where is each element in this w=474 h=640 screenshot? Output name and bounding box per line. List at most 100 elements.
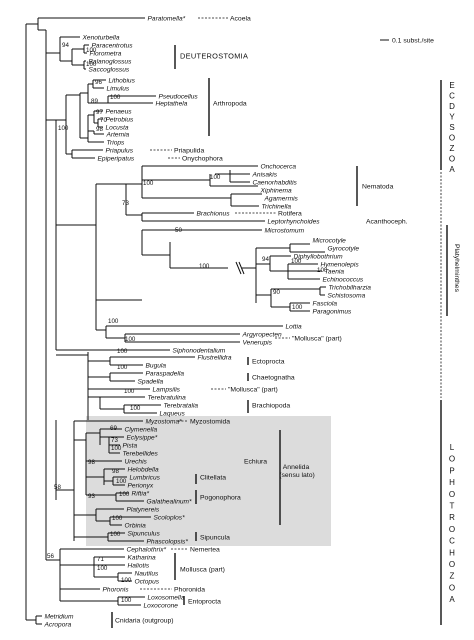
taxon-label: Phascolopsis* [147, 538, 189, 545]
lophotrochozoa-letter: A [449, 595, 455, 604]
support-value: 100 [125, 336, 136, 343]
taxon-label: Venerupis [243, 339, 273, 346]
taxon-label: Terebratulina [148, 394, 187, 401]
support-value: 100 [58, 125, 69, 132]
taxon-label: Cephalothrix* [127, 546, 167, 553]
taxon-label: Caenorhabditis [253, 179, 298, 186]
lophotrochozoa-letter: O [449, 455, 455, 464]
support-value: 100 [124, 388, 135, 395]
support-value: 71 [97, 556, 104, 563]
lophotrochozoa-letter: R [449, 513, 455, 522]
taxon-label: Riftia* [132, 490, 150, 497]
lophotrochozoa-letter: L [450, 443, 455, 452]
group-label: Mollusca (part) [180, 566, 225, 573]
taxon-label: Taenia [325, 268, 345, 275]
group-label: "Mollusca" (part) [228, 386, 278, 393]
ecdysozoa-letter: E [449, 81, 454, 90]
group-label: Ectoprocta [252, 358, 285, 365]
taxon-label: Sipunculus [128, 530, 161, 537]
lophotrochozoa-letter: H [449, 548, 455, 557]
taxon-label: Katharina [128, 554, 157, 561]
support-value: 97 [96, 109, 103, 116]
support-value: 98 [96, 126, 103, 133]
group-label: Priapulida [174, 147, 204, 154]
group-label: Acanthoceph. [366, 218, 408, 225]
taxon-label: Hymenolepis [321, 261, 360, 268]
lophotrochozoa-letter: T [450, 502, 455, 511]
taxon-label: Limulus [107, 85, 130, 92]
taxon-label: Paragonimus [313, 308, 353, 315]
support-value: 100 [210, 174, 221, 181]
taxon-label: Onchocerca [261, 163, 297, 170]
taxon-label: Microcotyle [313, 237, 347, 244]
group-label: Cnidaria (outgroup) [115, 617, 174, 624]
group-label: Nemertea [190, 546, 220, 553]
group-label: Arthropoda [213, 100, 247, 107]
taxon-label: Octopus [135, 578, 160, 585]
ecdysozoa-letter: O [449, 134, 455, 143]
platyhelminthes-label: Platyhelminthes [453, 244, 460, 293]
taxon-label: Heptathela [156, 100, 188, 107]
taxon-label: Acropora [44, 621, 72, 628]
taxon-label: Penaeus [106, 108, 133, 115]
taxon-label: Leptorhynchoides [268, 218, 321, 225]
taxon-label: Haliotis [128, 562, 150, 569]
support-value: 56 [47, 553, 54, 560]
group-label: "Mollusca" (part) [292, 335, 342, 342]
taxon-label: Petrobius [106, 116, 135, 123]
support-value: 96 [95, 79, 102, 86]
taxon-label: Locusta [106, 124, 129, 131]
group-label: Entoprocta [188, 598, 221, 605]
support-value: 100 [110, 531, 121, 538]
support-value: 100 [317, 267, 328, 274]
taxon-label: Metridium [45, 613, 74, 620]
taxon-label: Urechis [125, 458, 148, 465]
taxon-label: Loxocorone [144, 602, 179, 609]
taxon-label: Bugula [146, 362, 167, 369]
support-value: 94 [62, 42, 69, 49]
taxon-label: Eclysippe* [127, 434, 158, 441]
taxon-label: Laqueus [160, 410, 186, 417]
support-value: 100 [117, 348, 128, 355]
taxon-label: Scoloplos* [154, 514, 186, 521]
taxon-label: Gyrocotyle [328, 245, 360, 252]
ecdysozoa-letter: S [449, 123, 454, 132]
group-label: Acoela [230, 15, 251, 22]
support-value: 73 [122, 200, 129, 207]
support-value: 100 [110, 94, 121, 101]
group-label: Chaetognatha [252, 374, 295, 381]
support-value: 50 [175, 227, 182, 234]
taxon-label: Xiphinema [260, 187, 292, 194]
group-label: Myzostomida [190, 418, 230, 425]
group-label: Phoronida [174, 586, 205, 593]
ecdysozoa-letter: D [449, 102, 455, 111]
group-label: Sipuncula [200, 534, 230, 541]
taxon-label: Paraspadella [146, 370, 185, 377]
ecdysozoa-letter: A [449, 165, 455, 174]
lophotrochozoa-letter: P [449, 466, 454, 475]
taxon-label: Fasciola [313, 300, 338, 307]
annelida-label: Annelida [283, 464, 310, 471]
lophotrochozoa-letter: O [449, 490, 455, 499]
taxon-label: Argyropecten [242, 331, 283, 338]
group-label: Echiura [244, 458, 267, 465]
support-value: 100 [292, 304, 303, 311]
support-value: 100 [86, 47, 97, 54]
taxon-label: Flustrellidra [198, 354, 232, 361]
taxon-label: Triops [107, 139, 126, 146]
support-value: 100 [121, 577, 132, 584]
taxon-label: Spadella [138, 378, 164, 385]
clade-bars [111, 45, 448, 628]
taxon-label: Artemia [106, 131, 130, 138]
taxon-label: Schistosoma [328, 292, 366, 299]
support-value: 100 [116, 478, 127, 485]
taxon-label: Xenoturbella [82, 34, 120, 41]
group-label: Brachiopoda [252, 402, 290, 409]
lophotrochozoa-letter: Z [450, 572, 455, 581]
taxon-label: Microstomum [265, 227, 305, 234]
support-value: 100 [119, 491, 130, 498]
lophotrochozoa-letter: O [449, 583, 455, 592]
support-value: 100 [291, 258, 302, 265]
taxon-label: Pista [123, 442, 138, 449]
